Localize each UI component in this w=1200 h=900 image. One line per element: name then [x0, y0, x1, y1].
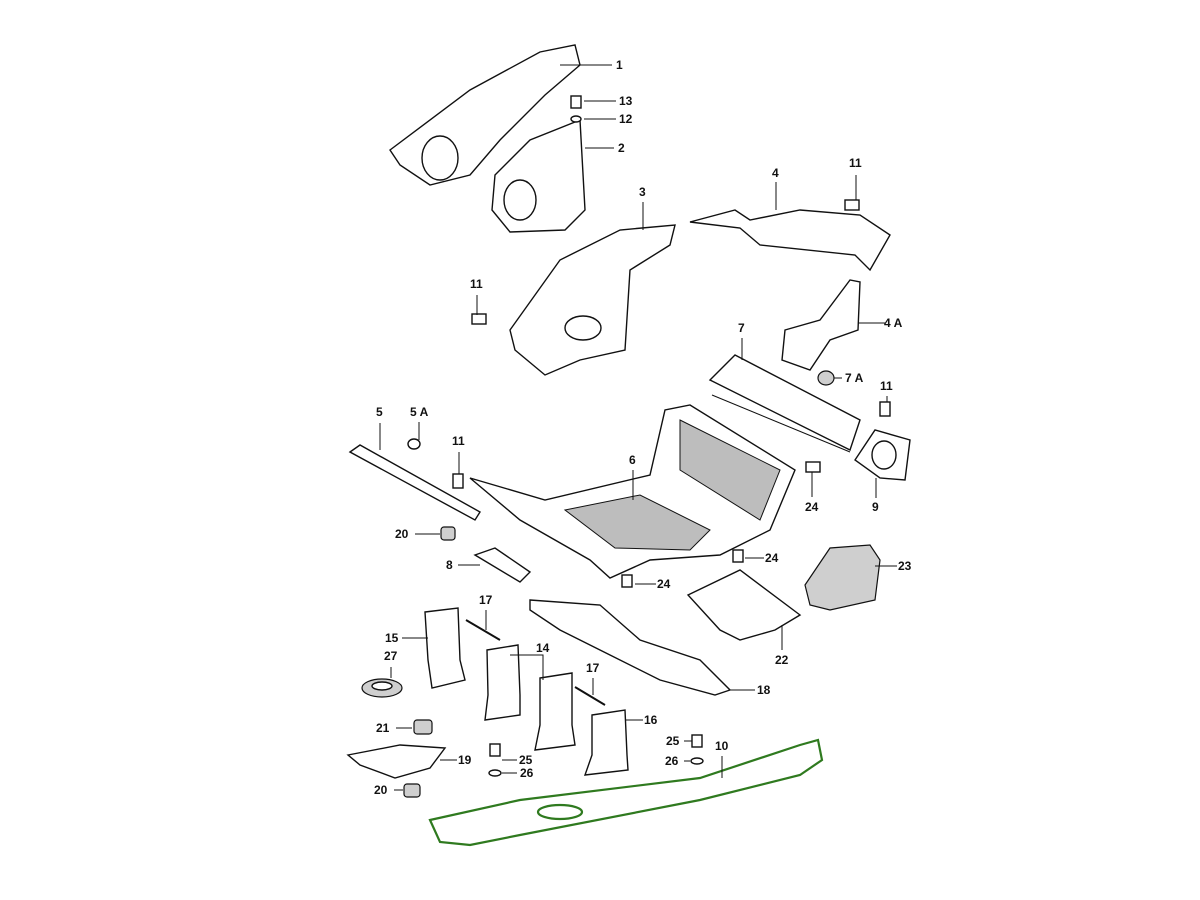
callout-11[interactable]: 11	[470, 277, 483, 291]
callout-16[interactable]: 16	[644, 713, 658, 727]
callout-20[interactable]: 20	[395, 527, 409, 541]
part-8[interactable]	[473, 547, 532, 583]
part-4A[interactable]	[781, 279, 861, 371]
callout-4A[interactable]: 4 A	[884, 316, 903, 330]
part-16[interactable]	[583, 709, 629, 776]
part-17a[interactable]	[465, 619, 501, 641]
part-18[interactable]	[529, 599, 732, 696]
callout-19[interactable]: 19	[458, 753, 472, 767]
leader-lines	[379, 64, 897, 791]
part-20b[interactable]	[403, 783, 421, 798]
callout-27[interactable]: 27	[384, 649, 398, 663]
callout-12[interactable]: 12	[619, 112, 633, 126]
callout-26[interactable]: 26	[665, 754, 679, 768]
callout-24[interactable]: 24	[657, 577, 671, 591]
callout-11[interactable]: 11	[452, 434, 465, 448]
callout-26[interactable]: 26	[520, 766, 534, 780]
callout-9[interactable]: 9	[872, 500, 879, 514]
part-14b[interactable]	[534, 672, 576, 751]
callout-20[interactable]: 20	[374, 783, 388, 797]
callout-24[interactable]: 24	[765, 551, 779, 565]
callout-25[interactable]: 25	[666, 734, 680, 748]
part-20a[interactable]	[440, 526, 456, 541]
callout-5A[interactable]: 5 A	[410, 405, 429, 419]
callout-2[interactable]: 2	[618, 141, 625, 155]
callout-1[interactable]: 1	[616, 58, 623, 72]
part-3[interactable]	[509, 224, 676, 376]
callout-14[interactable]: 14	[536, 641, 550, 655]
callout-17[interactable]: 17	[479, 593, 493, 607]
callout-6[interactable]: 6	[629, 453, 636, 467]
callout-18[interactable]: 18	[757, 683, 771, 697]
callout-25[interactable]: 25	[519, 753, 533, 767]
part-19[interactable]	[346, 744, 447, 779]
callout-11[interactable]: 11	[880, 379, 893, 393]
callout-23[interactable]: 23	[898, 559, 912, 573]
callout-24[interactable]: 24	[805, 500, 819, 514]
callout-17[interactable]: 17	[586, 661, 600, 675]
callout-7[interactable]: 7	[738, 321, 745, 335]
part-17b[interactable]	[574, 686, 606, 706]
part-5[interactable]	[348, 444, 481, 521]
part-2[interactable]	[491, 118, 586, 233]
part-21[interactable]	[413, 719, 433, 735]
callout-21[interactable]: 21	[376, 721, 390, 735]
part-7A[interactable]	[817, 370, 835, 386]
part-23[interactable]	[804, 544, 881, 611]
callout-8[interactable]: 8	[446, 558, 453, 572]
part-22[interactable]	[686, 569, 802, 641]
callout-22[interactable]: 22	[775, 653, 789, 667]
part-15[interactable]	[424, 607, 466, 689]
callout-13[interactable]: 13	[619, 94, 633, 108]
part-14a[interactable]	[484, 644, 521, 721]
part-6-insulation	[679, 419, 781, 521]
callout-10[interactable]: 10	[715, 739, 729, 753]
callout-11[interactable]: 11	[849, 156, 862, 170]
callout-4[interactable]: 4	[772, 166, 779, 180]
callout-5[interactable]: 5	[376, 405, 383, 419]
callout-7A[interactable]: 7 A	[845, 371, 864, 385]
part-10[interactable]	[428, 738, 824, 847]
callout-15[interactable]: 15	[385, 631, 399, 645]
callout-3[interactable]: 3	[639, 185, 646, 199]
part-4[interactable]	[689, 209, 891, 272]
part-7[interactable]	[708, 354, 861, 451]
